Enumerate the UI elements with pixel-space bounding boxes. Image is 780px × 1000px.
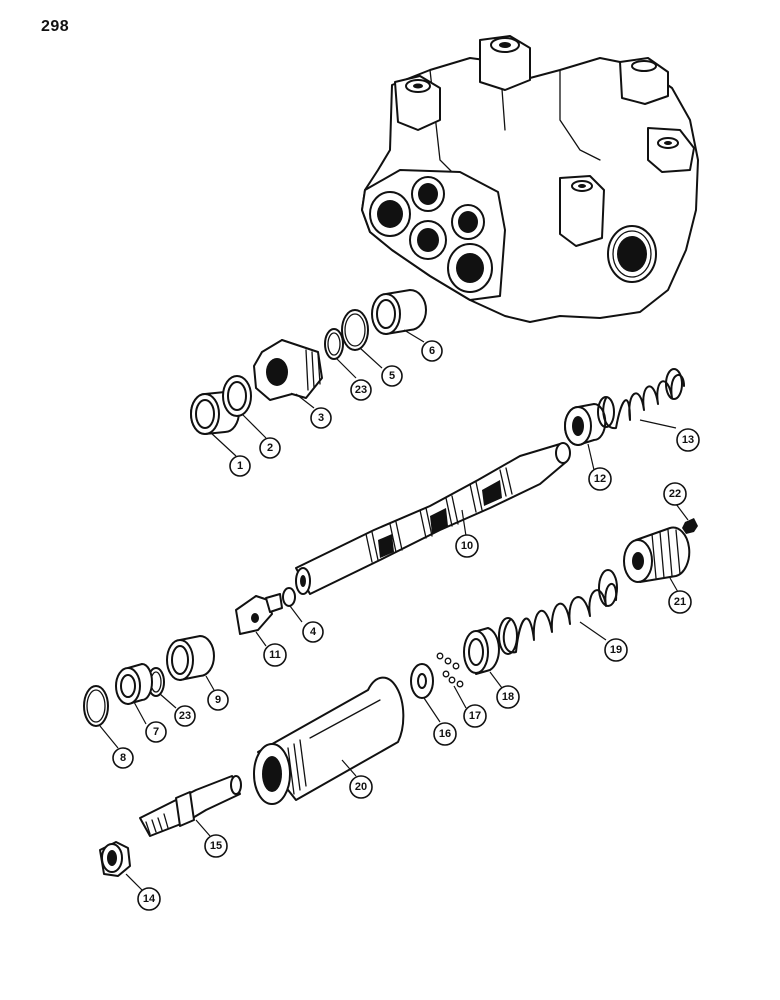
callout-5-label: 5 xyxy=(389,370,395,382)
part-8-o-ring xyxy=(83,685,109,727)
callout-18-label: 18 xyxy=(502,691,514,703)
callout-14: 14 xyxy=(137,887,161,911)
callout-12-label: 12 xyxy=(594,473,606,485)
part-18-seat xyxy=(463,627,500,675)
callout-23-upper-label: 23 xyxy=(355,384,367,396)
part-12-spring-seat xyxy=(564,403,607,446)
part-20-housing xyxy=(253,676,405,805)
callout-10: 10 xyxy=(455,534,479,558)
part-19-spring xyxy=(498,569,618,655)
callout-16-label: 16 xyxy=(439,728,451,740)
callout-7: 7 xyxy=(145,721,167,743)
part-15-shaft xyxy=(139,775,242,837)
callout-15-label: 15 xyxy=(210,840,222,852)
callout-22: 22 xyxy=(663,482,687,506)
callout-21-label: 21 xyxy=(674,596,686,608)
callout-18: 18 xyxy=(496,685,520,709)
callout-3-label: 3 xyxy=(318,412,324,424)
callout-11-label: 11 xyxy=(269,649,281,661)
callout-23-lower: 23 xyxy=(174,705,196,727)
callout-16: 16 xyxy=(433,722,457,746)
part-10-spool xyxy=(295,442,571,595)
callout-6-label: 6 xyxy=(429,345,435,357)
callout-3: 3 xyxy=(310,407,332,429)
callout-4-label: 4 xyxy=(310,626,317,638)
callout-2-label: 2 xyxy=(267,442,273,454)
part-14-nut xyxy=(99,841,131,877)
callout-9: 9 xyxy=(207,689,229,711)
callout-14-label: 14 xyxy=(143,893,156,905)
callout-9-label: 9 xyxy=(215,694,221,706)
callout-10-label: 10 xyxy=(461,540,473,552)
callout-21: 21 xyxy=(668,590,692,614)
callout-19: 19 xyxy=(604,638,628,662)
leader-lines xyxy=(99,329,689,891)
part-3-hex-nut xyxy=(253,339,323,401)
page-number: 298 xyxy=(41,18,70,35)
callout-8: 8 xyxy=(112,747,134,769)
callout-1: 1 xyxy=(229,455,251,477)
callout-6: 6 xyxy=(421,340,443,362)
callout-17: 17 xyxy=(463,704,487,728)
callout-15: 15 xyxy=(204,834,228,858)
part-16-washer xyxy=(410,663,434,699)
part-13-spring xyxy=(597,368,685,430)
callout-2: 2 xyxy=(259,437,281,459)
callout-22-label: 22 xyxy=(669,488,681,500)
callout-7-label: 7 xyxy=(153,726,159,738)
part-23-o-ring-upper xyxy=(324,328,344,360)
part-11-spool-end xyxy=(235,593,283,635)
callout-8-label: 8 xyxy=(120,752,126,764)
part-2-ring xyxy=(222,375,252,417)
callout-5: 5 xyxy=(381,365,403,387)
part-6-sleeve xyxy=(371,289,427,335)
callout-19-label: 19 xyxy=(610,644,622,656)
callout-23-upper: 23 xyxy=(350,379,372,401)
part-17-detent-balls xyxy=(436,652,464,688)
callout-23-lower-label: 23 xyxy=(179,710,191,722)
callout-20: 20 xyxy=(349,775,373,799)
valve-body xyxy=(361,35,699,323)
callout-1-label: 1 xyxy=(237,460,243,472)
part-9-bushing xyxy=(166,635,215,681)
part-22-plug xyxy=(682,518,698,534)
callout-12: 12 xyxy=(588,467,612,491)
callout-4: 4 xyxy=(302,621,324,643)
callout-20-label: 20 xyxy=(355,781,367,793)
callout-13: 13 xyxy=(676,428,700,452)
part-7-sleeve xyxy=(115,663,153,705)
part-4-o-ring xyxy=(282,587,296,607)
callout-11: 11 xyxy=(263,643,287,667)
part-21-cap xyxy=(623,526,691,583)
callout-13-label: 13 xyxy=(682,434,694,446)
callout-17-label: 17 xyxy=(469,710,481,722)
part-5-o-ring xyxy=(341,309,369,351)
